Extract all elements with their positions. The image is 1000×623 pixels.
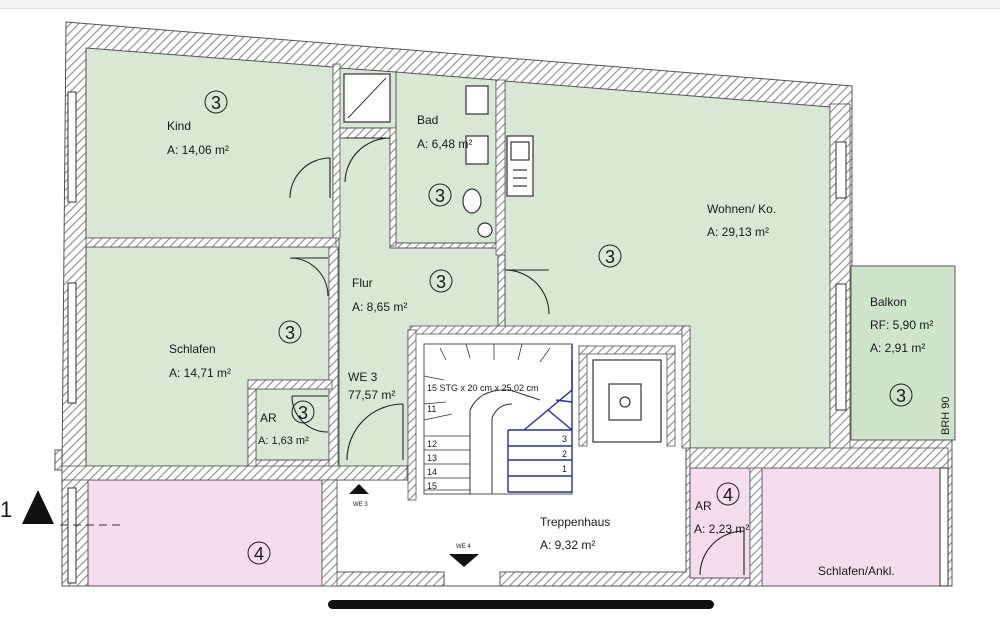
entrance-we3-arrow-icon xyxy=(349,484,369,494)
room-area-balkon: A: 2,91 m² xyxy=(870,341,925,355)
room-name-treppenhaus: Treppenhaus xyxy=(540,515,610,529)
stair-step-2: 2 xyxy=(562,449,567,459)
unit-number-kind: 3 xyxy=(211,93,221,113)
stair-step-15: 15 xyxy=(427,481,437,491)
stair-step-14: 14 xyxy=(427,467,437,477)
unit-circle-ar-we4 xyxy=(716,482,740,506)
stair-step-11: 11 xyxy=(427,404,436,414)
unit-number-we4-room: 4 xyxy=(254,544,264,564)
room-name-kind: Kind xyxy=(167,119,191,133)
room-name-ar-we3: AR xyxy=(260,411,277,425)
top-status-strip xyxy=(0,0,1000,9)
unit-number-bad: 3 xyxy=(435,186,445,206)
unit-circle-schlafen xyxy=(278,320,302,344)
room-balkon xyxy=(850,265,956,441)
room-area-kind: A: 14,06 m² xyxy=(167,143,229,157)
unit-number-ar-we3: 3 xyxy=(298,403,308,423)
elevator-shaft xyxy=(592,359,662,443)
entrance-we4-arrow-icon xyxy=(449,554,479,567)
bathroom-fixtures xyxy=(462,85,493,238)
section-arrow-icon xyxy=(22,490,54,524)
room-area-ar-we3: A: 1,63 m² xyxy=(258,435,309,447)
room-name-ar-we4: AR xyxy=(695,499,712,513)
unit-circle-flur xyxy=(429,269,453,293)
unit-circle-ar-we3 xyxy=(291,400,315,424)
entrance-we4-label: WE 4 xyxy=(456,544,471,550)
unit-circle-bad xyxy=(428,183,452,207)
unit-number-wohnen: 3 xyxy=(605,247,615,267)
home-indicator[interactable] xyxy=(328,600,714,609)
stair-geometry xyxy=(423,343,573,495)
unit-number-ar-we4: 4 xyxy=(723,485,733,505)
unit-number-schlafen: 3 xyxy=(285,323,295,343)
windows-right xyxy=(835,141,949,587)
room-area-ar-we4: A: 2,23 m² xyxy=(694,522,749,536)
unit-circle-balkon xyxy=(889,383,913,407)
door-swings xyxy=(289,137,745,576)
stair-step-12: 12 xyxy=(427,439,437,449)
room-name-flur: Flur xyxy=(352,276,373,290)
unit-number-balkon: 3 xyxy=(896,386,906,406)
apartment-area-we3: 77,57 m² xyxy=(348,388,395,402)
room-name-bad: Bad xyxy=(417,113,438,127)
unit-circle-kind xyxy=(204,90,228,114)
room-area-treppenhaus: A: 9,32 m² xyxy=(540,538,595,552)
stair-spec: 15 STG x 20 cm x 25,02 cm xyxy=(427,383,539,393)
section-marker-label: 1 xyxy=(0,497,12,522)
room-name-wohnen: Wohnen/ Ko. xyxy=(707,202,776,216)
room-area-schlafen: A: 14,71 m² xyxy=(169,366,231,380)
room-name-balkon: Balkon xyxy=(870,295,907,309)
stair-step-3: 3 xyxy=(562,434,567,444)
room-rf-balkon: RF: 5,90 m² xyxy=(870,318,933,332)
windows-left xyxy=(67,91,77,584)
unit-circle-wohnen xyxy=(598,244,622,268)
apartment-name-we3: WE 3 xyxy=(348,370,378,384)
entrance-we3-label: WE 3 xyxy=(353,502,368,508)
kitchen-sink xyxy=(506,135,534,197)
room-name-schlafen-ankl: Schlafen/Ankl. xyxy=(818,564,895,578)
room-area-bad: A: 6,48 m² xyxy=(417,137,472,151)
room-area-wohnen: A: 29,13 m² xyxy=(707,225,769,239)
room-we4-left xyxy=(87,479,323,587)
unit-number-flur: 3 xyxy=(436,272,446,292)
room-area-flur: A: 8,65 m² xyxy=(352,300,407,314)
stair-step-1: 1 xyxy=(562,464,567,474)
interior-walls xyxy=(61,63,949,587)
balkon-brh-note: BRH 90 xyxy=(940,396,952,435)
room-name-schlafen: Schlafen xyxy=(169,342,216,356)
unit-circle-we4-room xyxy=(247,541,271,565)
stair-step-13: 13 xyxy=(427,453,437,463)
